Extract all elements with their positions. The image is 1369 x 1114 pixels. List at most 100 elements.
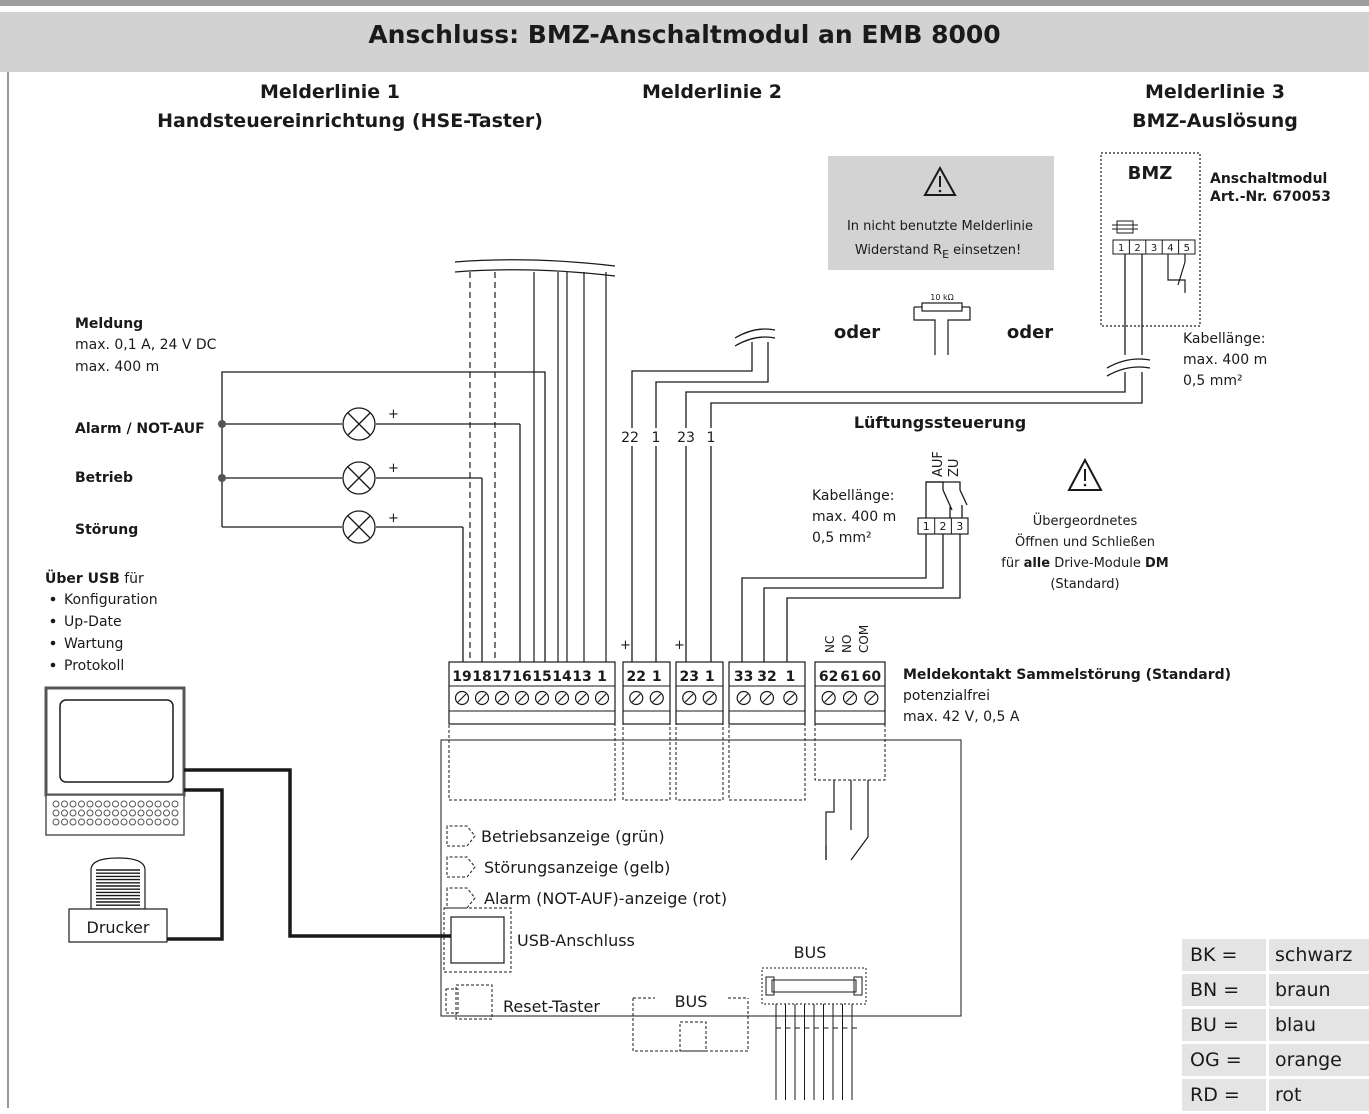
resistor-symbol	[921, 302, 963, 312]
controller-board	[440, 739, 962, 1017]
usb-port-outline[interactable]	[443, 907, 512, 973]
bmz-module-outline	[1100, 152, 1201, 327]
terminal-label: 61	[840, 669, 859, 685]
terminal-label: 22	[627, 669, 646, 685]
lamp-alarm-icon	[342, 407, 376, 441]
bullet-icon	[50, 618, 56, 624]
top-border	[0, 0, 1369, 6]
meldekontakt-title: Meldekontakt Sammelstörung (Standard)	[903, 667, 1231, 683]
line1-title: Melderlinie 1	[260, 81, 400, 103]
lueftung-title: Lüftungssteuerung	[854, 413, 1026, 432]
terminal-label: 17	[492, 669, 511, 685]
line3-subtitle: BMZ-Auslösung	[1132, 110, 1298, 132]
terminal-label: 60	[862, 669, 882, 685]
lueftung-cable-section: 0,5 mm²	[812, 530, 872, 546]
lueftung-auf: AUF	[931, 451, 946, 477]
terminal-label: 13	[572, 669, 591, 685]
line3-title: Melderlinie 3	[1145, 81, 1285, 103]
cable-length-max: max. 400 m	[1183, 352, 1267, 368]
bmz-terminal-label: 2	[1134, 243, 1140, 254]
bmz-terminal-label: 1	[1118, 243, 1124, 254]
warning-line1: In nicht benutzte Melderlinie	[847, 219, 1033, 234]
meldung-line2: max. 400 m	[75, 359, 159, 375]
warning-icon	[923, 165, 957, 196]
led-alarm-icon	[446, 887, 476, 909]
wire-label-23: 23	[677, 430, 695, 446]
cable-length-label: Kabellänge:	[1183, 331, 1265, 347]
signal-alarm: Alarm / NOT-AUF	[75, 421, 205, 437]
lueftung-cable-label: Kabellänge:	[812, 488, 894, 504]
computer-icon	[44, 686, 186, 836]
lamp-stoerung-icon	[342, 510, 376, 544]
legend-row: BN =braun	[1182, 974, 1369, 1006]
oder-right: oder	[1007, 322, 1053, 343]
terminal-label: 18	[472, 669, 491, 685]
plus-alarm: +	[388, 407, 399, 422]
terminal-label: 1	[705, 669, 715, 685]
printer-icon	[68, 857, 168, 943]
reset-button[interactable]	[455, 984, 493, 1020]
plus-stoerung: +	[388, 511, 399, 526]
legend-row: BK =schwarz	[1182, 939, 1369, 971]
usb-info-item: Wartung	[64, 636, 123, 652]
signal-stoerung: Störung	[75, 522, 138, 538]
line1-subtitle: Handsteuereinrichtung (HSE-Taster)	[157, 110, 543, 132]
terminal-label: 32	[757, 669, 776, 685]
meldung-line1: max. 0,1 A, 24 V DC	[75, 337, 217, 353]
usb-port-label: USB-Anschluss	[517, 931, 635, 950]
bullet-icon	[50, 596, 56, 602]
usb-info-item: Protokoll	[64, 658, 124, 674]
contact-nc: NC	[823, 636, 837, 653]
led-stoerung-icon	[446, 856, 476, 878]
warning-right-line4: (Standard)	[1050, 577, 1119, 592]
contact-no: NO	[840, 635, 854, 653]
bmz-terminal-block	[1112, 239, 1196, 255]
usb-info-item: Konfiguration	[64, 592, 158, 608]
plus-line3: +	[674, 638, 685, 653]
usb-cable	[184, 768, 451, 938]
meldung-title: Meldung	[75, 316, 143, 332]
lamp-betrieb-icon	[342, 461, 376, 495]
terminal-label: 16	[512, 669, 531, 685]
terminal-block-block3	[675, 661, 724, 725]
plus-betrieb: +	[388, 461, 399, 476]
warning-right-line2: Öffnen und Schließen	[1015, 533, 1155, 550]
terminal-label: 1	[785, 669, 795, 685]
lueftung-cable-max: max. 400 m	[812, 509, 896, 525]
legend-row: BU =blau	[1182, 1009, 1369, 1041]
usb-info-item: Up-Date	[64, 614, 122, 630]
title-bar: Anschluss: BMZ-Anschaltmodul an EMB 8000	[0, 10, 1369, 72]
meldekontakt-line2: max. 42 V, 0,5 A	[903, 709, 1020, 725]
oder-left: oder	[834, 322, 880, 343]
legend-row: OG =orange	[1182, 1044, 1369, 1076]
terminal-label: 23	[680, 669, 699, 685]
bmz-label: BMZ	[1128, 163, 1173, 184]
wire-label-1a: 1	[652, 430, 661, 446]
module-art-number: Art.-Nr. 670053	[1210, 189, 1331, 205]
bus-label-upper: BUS	[794, 943, 827, 962]
bmz-fuse	[1116, 220, 1134, 234]
wire-label-22: 22	[621, 430, 639, 446]
reset-label: Reset-Taster	[503, 997, 600, 1016]
cable-length-section: 0,5 mm²	[1183, 373, 1243, 389]
printer-cable	[167, 788, 224, 941]
lueftung-zu: ZU	[947, 459, 962, 477]
terminal-label: 1	[597, 669, 607, 685]
wire-label-1b: 1	[707, 430, 716, 446]
color-legend: BK =schwarz BN =braun BU =blau OG =orang…	[1182, 939, 1369, 1114]
printer-label: Drucker	[87, 918, 150, 937]
terminal-label: 1	[652, 669, 662, 685]
bmz-terminal-label: 3	[1151, 243, 1157, 254]
left-border	[7, 72, 9, 1108]
usb-port-icon[interactable]	[450, 916, 505, 964]
indicator-betrieb: Betriebsanzeige (grün)	[481, 827, 665, 846]
indicator-stoerung: Störungsanzeige (gelb)	[484, 858, 670, 877]
signal-betrieb: Betrieb	[75, 470, 133, 486]
warning-icon-right	[1067, 457, 1103, 491]
lueftung-terminal-label: 1	[923, 520, 930, 533]
indicator-alarm: Alarm (NOT-AUF)-anzeige (rot)	[484, 889, 727, 908]
terminal-label: 15	[532, 669, 551, 685]
warning-right-line1: Übergeordnetes	[1033, 512, 1138, 529]
warning-box-resistor	[828, 156, 1054, 270]
